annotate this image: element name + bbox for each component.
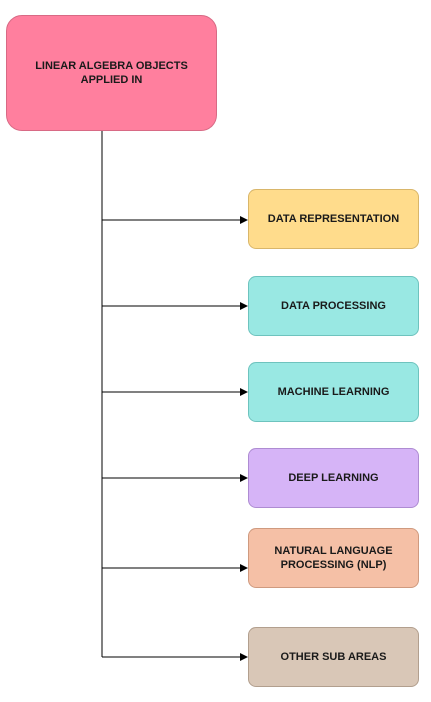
node-label: DATA REPRESENTATION xyxy=(267,213,400,225)
node-data-representation: DATA REPRESENTATION xyxy=(248,189,419,249)
root-node: LINEAR ALGEBRA OBJECTS APPLIED IN xyxy=(6,15,217,131)
node-deep-learning: DEEP LEARNING xyxy=(248,448,419,508)
root-node-label: LINEAR ALGEBRA OBJECTS APPLIED IN xyxy=(35,60,188,86)
node-label: NATURAL LANGUAGE PROCESSING (NLP) xyxy=(274,545,393,571)
node-label: DEEP LEARNING xyxy=(288,472,379,484)
node-data-processing: DATA PROCESSING xyxy=(248,276,419,336)
node-label: DATA PROCESSING xyxy=(281,300,386,312)
node-label: MACHINE LEARNING xyxy=(277,386,390,398)
node-nlp: NATURAL LANGUAGE PROCESSING (NLP) xyxy=(248,528,419,588)
node-machine-learning: MACHINE LEARNING xyxy=(248,362,419,422)
node-other-sub-areas: OTHER SUB AREAS xyxy=(248,627,419,687)
node-label: OTHER SUB AREAS xyxy=(280,651,387,663)
